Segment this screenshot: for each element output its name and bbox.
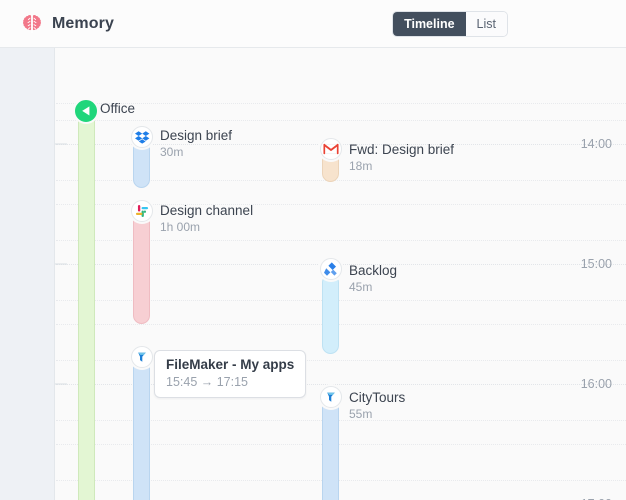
gridline bbox=[56, 360, 626, 361]
app-title: Memory bbox=[52, 15, 114, 32]
tooltip-time-range: 15:45 → 17:15 bbox=[166, 375, 249, 389]
activity-duration: 1h 00m bbox=[160, 220, 201, 234]
gridline bbox=[56, 420, 626, 421]
hour-label: 14:00 bbox=[580, 137, 612, 151]
activity-label-fwd-design-brief[interactable]: Fwd: Design brief 18m bbox=[349, 142, 454, 174]
tab-timeline[interactable]: Timeline bbox=[393, 12, 466, 36]
activity-title: Fwd: Design brief bbox=[349, 142, 455, 157]
gridline bbox=[56, 120, 626, 121]
activity-title: Design brief bbox=[160, 128, 233, 143]
activity-label-backlog[interactable]: Backlog 45m bbox=[349, 263, 397, 295]
filemaker-icon[interactable] bbox=[320, 386, 342, 408]
hour-tick bbox=[55, 383, 67, 385]
gridline bbox=[56, 180, 626, 181]
hour-tick bbox=[55, 263, 67, 265]
backlog-icon[interactable] bbox=[320, 258, 342, 280]
activity-label-citytours[interactable]: CityTours 55m bbox=[349, 390, 405, 422]
tooltip-title: FileMaker - My apps bbox=[166, 357, 295, 372]
activity-citytours-bar[interactable] bbox=[322, 400, 339, 500]
activity-duration: 18m bbox=[349, 159, 373, 173]
slack-icon[interactable] bbox=[131, 200, 153, 222]
activity-backlog-bar[interactable] bbox=[322, 274, 339, 354]
activity-tooltip[interactable]: FileMaker - My apps 15:45 → 17:15 bbox=[154, 350, 307, 398]
hour-label: 15:00 bbox=[580, 257, 612, 271]
activity-label-design-channel[interactable]: Design channel 1h 00m bbox=[160, 203, 253, 235]
activity-title: Design channel bbox=[160, 203, 254, 218]
gridline bbox=[56, 240, 626, 241]
app-header: Memory Timeline List bbox=[0, 0, 626, 48]
hour-tick bbox=[55, 143, 67, 145]
selected-activity-bar[interactable] bbox=[133, 360, 150, 500]
track-office-bar[interactable] bbox=[78, 106, 95, 500]
brain-icon bbox=[20, 12, 44, 36]
gridline bbox=[56, 300, 626, 301]
location-arrow-icon[interactable] bbox=[75, 100, 97, 122]
activity-label-design-brief[interactable]: Design brief 30m bbox=[160, 128, 232, 160]
activity-duration: 45m bbox=[349, 280, 373, 294]
tab-list[interactable]: List bbox=[465, 12, 507, 36]
dropbox-icon[interactable] bbox=[131, 126, 153, 148]
track-label: Office bbox=[100, 101, 136, 116]
activity-duration: 30m bbox=[160, 145, 184, 159]
gridline bbox=[56, 480, 626, 481]
filemaker-icon[interactable] bbox=[131, 346, 153, 368]
gridline bbox=[56, 444, 626, 445]
view-toggle[interactable]: Timeline List bbox=[392, 11, 508, 37]
gridline bbox=[56, 324, 626, 325]
activity-duration: 55m bbox=[349, 407, 373, 421]
gridline bbox=[56, 204, 626, 205]
gmail-icon[interactable] bbox=[320, 138, 342, 160]
activity-design-channel-bar[interactable] bbox=[133, 214, 150, 324]
hour-label: 16:00 bbox=[580, 377, 612, 391]
gridline bbox=[56, 384, 626, 385]
activity-title: Backlog bbox=[349, 263, 398, 278]
time-gutter bbox=[0, 48, 55, 500]
gridline bbox=[56, 103, 626, 104]
timeline-canvas[interactable]: 14:00 15:00 16:00 17:00 Office Design brief… bbox=[0, 48, 626, 500]
hour-label: 17:00 bbox=[581, 497, 612, 500]
brand: Memory bbox=[20, 12, 114, 36]
activity-title: CityTours bbox=[349, 390, 406, 405]
